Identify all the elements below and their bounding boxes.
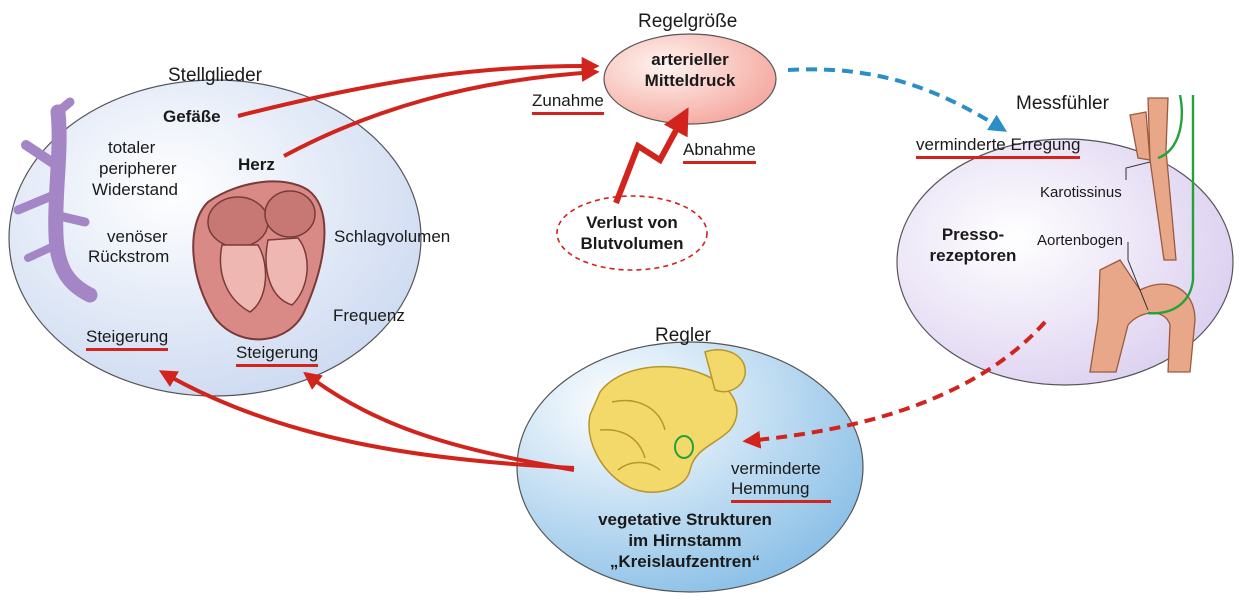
steigerung-gefaesse: Steigerung bbox=[86, 326, 169, 351]
regler-structure-line1: vegetative Strukturen bbox=[598, 510, 772, 529]
tpw-line2: peripherer bbox=[99, 159, 177, 178]
blood-vessel-icon bbox=[13, 97, 98, 303]
steigerung-herz: Steigerung bbox=[236, 342, 319, 367]
hemmung-line2: Hemmung bbox=[731, 478, 831, 503]
label-karotissinus: Karotissinus bbox=[1040, 184, 1122, 201]
label-aortenbogen: Aortenbogen bbox=[1037, 232, 1123, 249]
label-schlagvolumen: Schlagvolumen bbox=[334, 227, 451, 246]
brainstem-icon bbox=[588, 349, 746, 493]
stellglied-herz: Herz bbox=[238, 155, 275, 174]
stellglied-gefaesse: Gefäße bbox=[163, 107, 221, 126]
stoergroesse-line1: Verlust von bbox=[586, 213, 678, 232]
arrow-herz-to-regelgroesse bbox=[283, 63, 600, 158]
stoergroesse-ellipse bbox=[556, 195, 708, 271]
arrow-gefaesse-to-regelgroesse bbox=[237, 56, 600, 118]
vr-line1: venöser bbox=[107, 227, 168, 246]
pressorezeptoren-line1: Presso- bbox=[941, 225, 1005, 244]
label-abnahme: Abnahme bbox=[683, 139, 756, 164]
regler-heading: Regler bbox=[655, 325, 711, 346]
regelgroesse-heading: Regelgröße bbox=[638, 11, 738, 32]
label-verminderte-erregung: verminderte Erregung bbox=[916, 134, 1081, 159]
regelgroesse-line2: Mitteldruck bbox=[644, 71, 736, 90]
stellglieder-heading: Stellglieder bbox=[168, 65, 262, 86]
regelgroesse-ellipse bbox=[603, 33, 777, 125]
arrow-regler-to-gefaesse bbox=[158, 370, 575, 470]
messfuehler-heading: Messfühler bbox=[1016, 93, 1109, 114]
heart-icon bbox=[192, 180, 326, 341]
tpw-line1: totaler bbox=[108, 138, 156, 157]
messfuehler-ellipse bbox=[896, 138, 1234, 386]
stoergroesse-line2: Blutvolumen bbox=[580, 234, 684, 253]
regler-structure-line2: im Hirnstamm bbox=[628, 531, 742, 550]
hemmung-line1: verminderte bbox=[731, 459, 821, 478]
vr-line2: Rückstrom bbox=[88, 247, 170, 266]
carotid-aorta-icon bbox=[1089, 94, 1196, 373]
regler-structure-line3: „Kreislaufzentren“ bbox=[609, 552, 761, 571]
tpw-line3: Widerstand bbox=[92, 180, 178, 199]
arrow-regler-to-herz bbox=[303, 371, 575, 472]
regelgroesse-line1: arterieller bbox=[651, 50, 729, 69]
label-frequenz: Frequenz bbox=[333, 306, 405, 325]
lightning-stoergroesse-arrow bbox=[613, 107, 689, 205]
arrow-regelgroesse-to-messfuehler bbox=[787, 67, 1008, 132]
pressorezeptoren-line2: rezeptoren bbox=[929, 246, 1017, 265]
arrow-messfuehler-to-regler bbox=[742, 320, 1047, 449]
label-zunahme: Zunahme bbox=[532, 90, 604, 115]
